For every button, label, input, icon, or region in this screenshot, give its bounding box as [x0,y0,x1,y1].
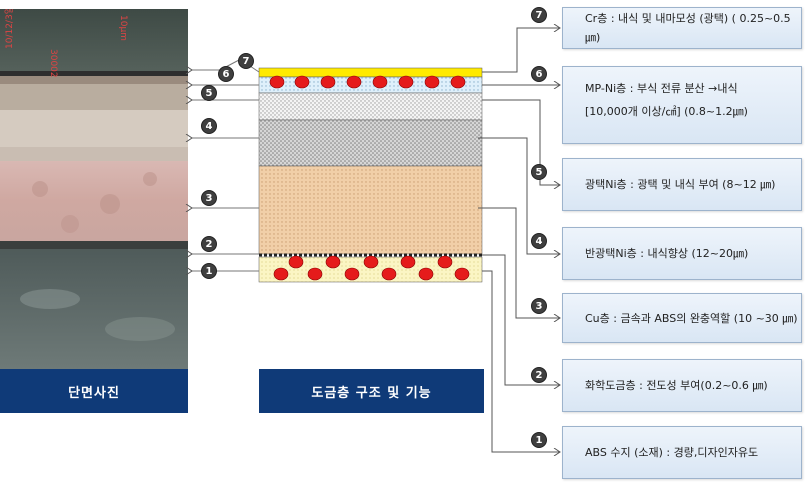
marker-left-5: 5 [201,85,217,101]
marker-right-6: 6 [531,66,547,82]
layer-desc: 경량,디자인자유도 [673,446,759,459]
layer-desc: 광택 및 내식 부여 (8~12 ㎛) [637,178,776,191]
layer-cr [258,67,483,78]
connector-7 [482,28,560,73]
layer-desc-line2: [10,000개 이상/㎠] (0.8~1.2㎛) [585,105,748,118]
layer-stack [258,67,483,283]
marker-left-6: 6 [218,66,234,82]
layer-desc: 금속과 ABS의 완충역할 (10 ~30 ㎛) [620,311,798,325]
marker-right-3: 3 [531,298,547,314]
layer-bright-ni [258,92,483,121]
connector-5 [482,99,560,185]
connector-3 [478,207,560,318]
layer-box-cu: Cu층 : 금속과 ABS의 완충역할 (10 ~30 ㎛) [562,293,802,343]
layer-name: 광택Ni층 [585,178,627,191]
cross-section-image [0,9,188,370]
layer-cu [258,165,483,255]
layer-box-cr: Cr층 : 내식 및 내마모성 (광택) ( 0.25~0.5 ㎛) [562,7,802,49]
layer-name: Cr층 [585,12,608,25]
layer-box-bright-ni: 광택Ni층 : 광택 및 내식 부여 (8~12 ㎛) [562,158,802,211]
marker-right-5: 5 [531,164,547,180]
marker-left-7: 7 [238,53,254,69]
mp-ni-particles [269,75,466,89]
layer-name: 반광택Ni층 [585,247,637,260]
marker-right-2: 2 [531,367,547,383]
layer-name: ABS 수지 (소재) [585,446,663,459]
connector-4 [478,137,560,254]
photo-caption: 단면사진 [0,369,188,413]
marker-right-7: 7 [531,7,547,23]
marker-right-4: 4 [531,233,547,249]
layer-desc: 내식향상 (12~20㎛) [647,247,749,260]
marker-left-1: 1 [201,263,217,279]
layer-semibright-ni [258,119,483,167]
layer-name: 화학도금층 [585,379,636,392]
layer-box-abs: ABS 수지 (소재) : 경량,디자인자유도 [562,426,802,479]
structure-caption: 도금층 구조 및 기능 [259,369,484,413]
marker-left-4: 4 [201,118,217,134]
layer-mp-ni [258,76,483,94]
layer-box-semibright-ni: 반광택Ni층 : 내식향상 (12~20㎛) [562,227,802,280]
connector-2 [482,254,560,385]
abs-particles [273,255,470,281]
cross-section-photo: 10/12/3일 30002 10μm [0,9,188,370]
layer-name: MP-Ni층 [585,82,627,95]
right-connectors [478,28,560,452]
marker-left-3: 3 [201,190,217,206]
layer-desc: 부식 전류 분산 →내식 [636,82,738,95]
marker-left-2: 2 [201,236,217,252]
layer-box-chemical: 화학도금층 : 전도성 부여(0.2~0.6 ㎛) [562,359,802,412]
connector-1 [482,270,560,452]
marker-right-1: 1 [531,432,547,448]
layer-name: Cu층 [585,311,610,325]
layer-desc: 내식 및 내마모성 (광택) ( 0.25~0.5 ㎛) [585,12,791,44]
layer-box-mp-ni: MP-Ni층 : 부식 전류 분산 →내식 [10,000개 이상/㎠] (0.… [562,66,802,144]
layer-desc: 전도성 부여(0.2~0.6 ㎛) [646,379,768,392]
